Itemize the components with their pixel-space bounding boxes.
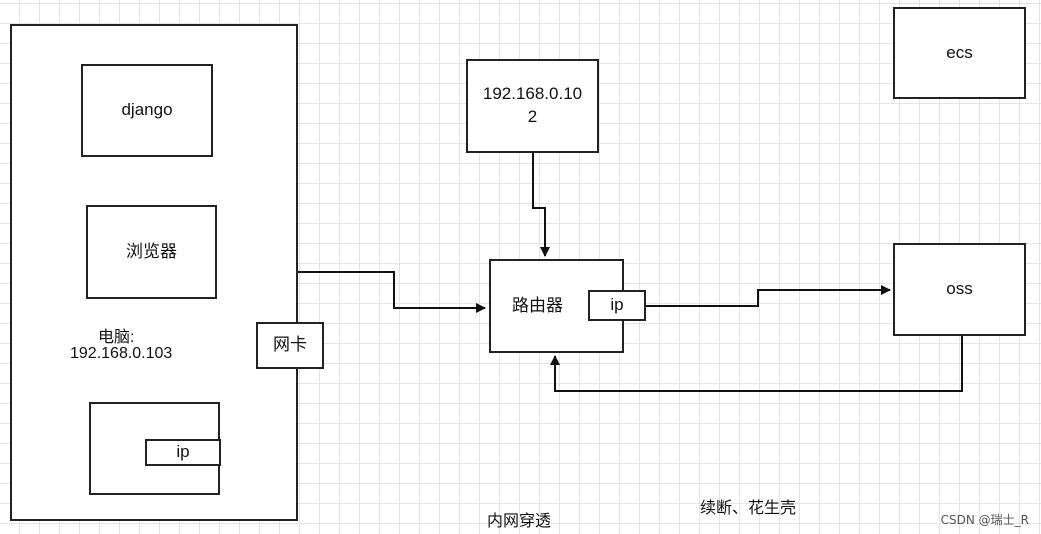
nic-box: 网卡 (256, 322, 324, 369)
oss-box: oss (893, 243, 1026, 336)
arrow-router-to-oss (645, 285, 891, 307)
django-box: django (81, 64, 213, 157)
pc-ip-label: 192.168.0.103 (70, 345, 173, 362)
watermark: CSDN @瑞士_R (940, 513, 1029, 527)
host-ip-box: 192.168.0.102 (466, 59, 599, 153)
router-label: 路由器 (512, 295, 563, 315)
nic-label: 网卡 (273, 335, 307, 355)
arrow-oss-to-router (550, 336, 963, 392)
router-box: 路由器 (489, 259, 624, 353)
ecs-label: ecs (946, 42, 973, 62)
arrow-computer-to-router (297, 271, 486, 313)
pc-label: 电脑: (98, 329, 135, 346)
oss-label: oss (946, 279, 973, 299)
browser-label: 浏览器 (126, 241, 177, 261)
django-label: django (121, 100, 173, 120)
ecs-box: ecs (893, 7, 1026, 99)
arrow-host-to-router (532, 153, 550, 257)
browser-box: 浏览器 (86, 205, 217, 299)
router-ip-tag: ip (588, 290, 646, 321)
host-ip-label: 192.168.0.102 (482, 84, 583, 126)
pc-ip-tag: ip (145, 439, 221, 466)
tools-label: 续断、花生壳 (700, 500, 797, 517)
intranet-penetration-label: 内网穿透 (487, 513, 552, 530)
